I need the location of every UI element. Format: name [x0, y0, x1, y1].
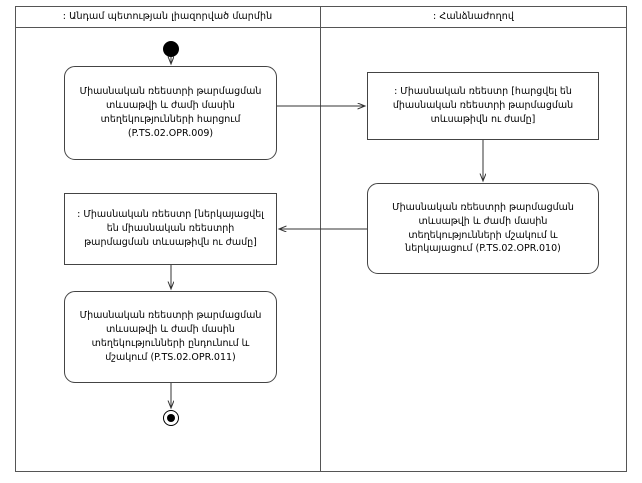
swimlane-header-left: : Անդամ պետության լիազորված մարմին — [15, 6, 320, 28]
activity-node-receive-and-process[interactable]: Միասնական ռեեստրի թարմացման տևսաթվի և ժա… — [64, 291, 277, 383]
start-node[interactable] — [163, 41, 179, 57]
swimlane-divider — [320, 6, 321, 472]
object-node-registry-requested[interactable]: : Միասնական ռեեստր [հարցվել են միասնական… — [367, 72, 599, 140]
end-node[interactable] — [163, 410, 179, 426]
activity-node-request-info[interactable]: Միասնական ռեեստրի թարմացման տևսաթվի և ժա… — [64, 66, 277, 160]
activity-node-receive-and-process-label: Միասնական ռեեստրի թարմացման տևսաթվի և ժա… — [79, 310, 262, 363]
object-node-registry-requested-label: : Միասնական ռեեստր [հարցվել են միասնական… — [392, 86, 574, 125]
swimlane-header-right: : Հանձնաժողով — [320, 6, 627, 28]
activity-node-process-and-present[interactable]: Միասնական ռեեստրի թարմացման տևսաթվի և ժա… — [367, 183, 599, 274]
activity-node-process-and-present-label: Միասնական ռեեստրի թարմացման տևսաթվի և ժա… — [392, 201, 574, 255]
object-node-registry-presented[interactable]: : Միասնական ռեեստր [ներկայացվել են միասն… — [64, 193, 277, 265]
swimlane-label-left: : Անդամ պետության լիազորված մարմին — [62, 10, 273, 22]
swimlane-label-right: : Հանձնաժողով — [433, 10, 514, 22]
activity-node-request-info-label: Միասնական ռեեստրի թարմացման տևսաթվի և ժա… — [79, 86, 262, 139]
object-node-registry-presented-label: : Միասնական ռեեստր [ներկայացվել են միասն… — [77, 209, 264, 248]
